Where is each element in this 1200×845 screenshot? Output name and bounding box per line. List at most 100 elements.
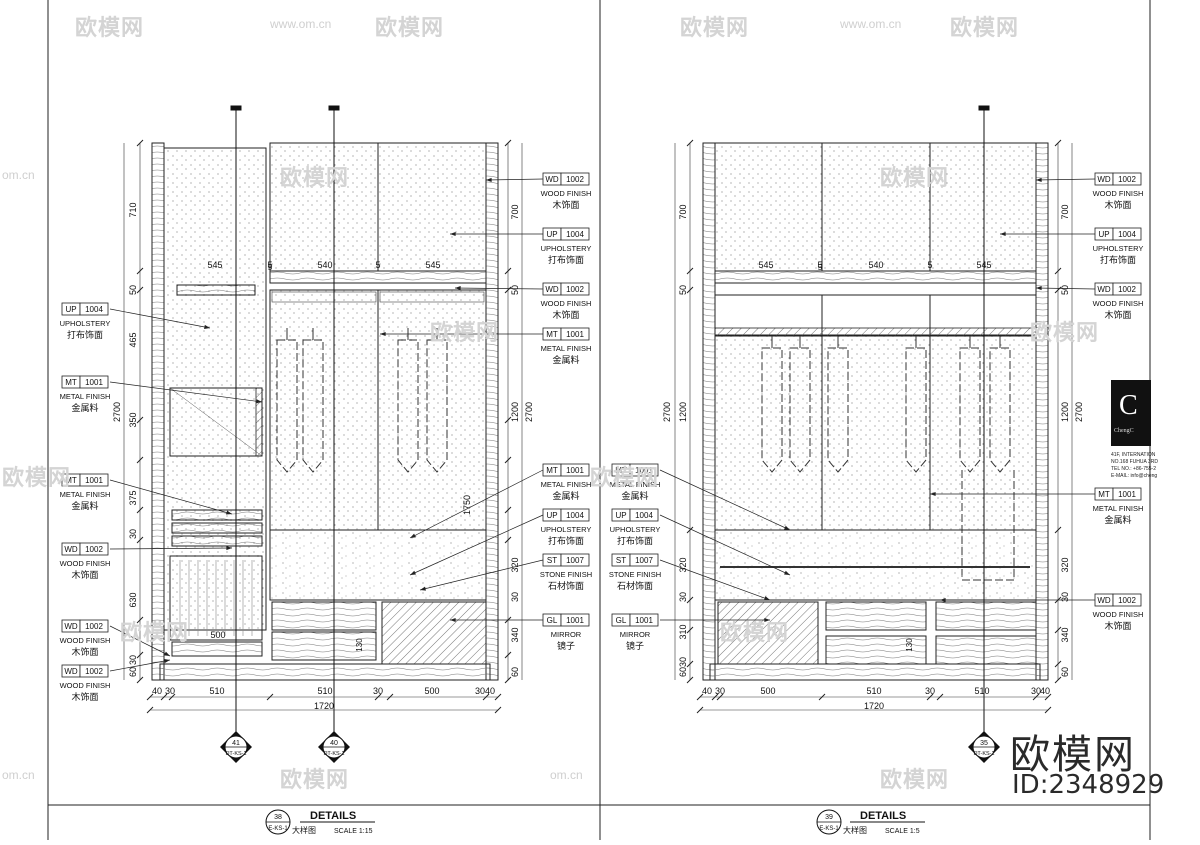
leader-arrowhead	[1036, 177, 1042, 182]
callout-num-box	[560, 463, 590, 477]
callout-num-box	[79, 473, 109, 487]
leader-arrowhead	[450, 231, 456, 237]
dimension-tick	[686, 526, 694, 534]
dimension-value: 5	[817, 260, 822, 270]
logo-subtext: ChengC	[1114, 428, 1134, 434]
dimension-value: 30	[1031, 686, 1041, 696]
drawer-front	[825, 635, 927, 665]
leader-arrowhead	[940, 597, 946, 603]
dimension-value: 1200	[510, 402, 520, 422]
hanging-garment	[827, 347, 849, 473]
stone-bench	[269, 529, 487, 601]
drawer-front	[935, 601, 1037, 631]
drawer-front	[271, 631, 377, 661]
dimension-value: 50	[510, 285, 520, 295]
leader-line	[1035, 287, 1096, 290]
dimension-value: 30	[678, 592, 688, 602]
callout-code: GL	[547, 616, 558, 625]
side-post	[1035, 142, 1049, 681]
hanging-garment	[761, 347, 783, 473]
callout-number: 1002	[1118, 596, 1136, 605]
dimension-value: 545	[207, 260, 222, 270]
dimension-tick	[136, 506, 144, 514]
leader-arrowhead	[204, 324, 210, 329]
dimension-value: 340	[1060, 627, 1070, 642]
dimension-tick	[1054, 267, 1062, 275]
dimension-tick	[136, 286, 144, 294]
callout-number: 1001	[566, 616, 584, 625]
dimension-value: 40	[1040, 686, 1050, 696]
dimension-tick	[504, 536, 512, 544]
dimension-value: 2700	[662, 402, 672, 422]
dimension-tick	[160, 693, 168, 701]
detail-subtitle: 大样图	[843, 825, 867, 835]
callout-english: MIRROR	[620, 630, 651, 639]
leader-arrowhead	[226, 510, 232, 515]
dimension-value: 60	[128, 667, 138, 677]
dimension-tick	[696, 693, 704, 701]
callout-english: UPHOLSTERY	[610, 525, 661, 534]
dimension-value: 320	[510, 557, 520, 572]
dimension-value: 310	[678, 624, 688, 639]
callout-code: MT	[65, 476, 77, 485]
dimension-value: 700	[1060, 204, 1070, 219]
dimension-tick	[1054, 676, 1062, 684]
callout-english: WOOD FINISH	[1093, 299, 1144, 308]
callout-number: 1002	[85, 667, 103, 676]
callout-number: 1004	[566, 230, 584, 239]
section-number: 41	[232, 740, 240, 747]
leader-arrowhead	[784, 570, 790, 575]
cabinet-lid	[379, 291, 485, 303]
dimension-value: 545	[976, 260, 991, 270]
callout-number: 1001	[85, 378, 103, 387]
dimension-tick	[696, 706, 704, 714]
callout-code: MT	[615, 466, 627, 475]
callout-chinese: 打布饰面	[548, 254, 584, 265]
dimension-tick	[686, 676, 694, 684]
dimension-tick	[1044, 706, 1052, 714]
callout-english: WOOD FINISH	[60, 681, 111, 690]
dimension-tick	[1054, 139, 1062, 147]
dimension-tick	[136, 267, 144, 275]
dimension-tick	[686, 286, 694, 294]
callout-number: 1002	[1118, 175, 1136, 184]
callout-number: 1004	[85, 305, 103, 314]
callout-number: 1007	[635, 556, 653, 565]
callout-num-box	[1112, 172, 1142, 186]
dimension-value: 1720	[314, 701, 334, 711]
glass-door	[169, 555, 263, 641]
leader-arrowhead	[455, 286, 461, 291]
callout-chinese: 金属料	[621, 490, 648, 501]
dimension-value: 710	[128, 202, 138, 217]
dimension-tick	[504, 506, 512, 514]
callout-number: 1001	[1118, 490, 1136, 499]
callout-num-box	[629, 508, 659, 522]
hanging-garment	[302, 339, 324, 473]
dimension-tick	[146, 706, 154, 714]
callout-code: ST	[547, 556, 557, 565]
section-sheet: DT-KS-1	[225, 751, 246, 757]
callout-english: METAL FINISH	[60, 392, 111, 401]
callout-number: 1004	[1118, 230, 1136, 239]
drawer-front	[271, 601, 377, 631]
callout-code: WD	[1097, 596, 1111, 605]
dimension-value: 2700	[112, 402, 122, 422]
callout-chinese: 金属料	[71, 402, 98, 413]
leader-arrowhead	[764, 596, 770, 601]
callout-english: UPHOLSTERY	[541, 525, 592, 534]
dimension-tick	[504, 286, 512, 294]
callout-chinese: 木饰面	[552, 309, 579, 320]
callout-num-box	[1112, 227, 1142, 241]
detail-title: DETAILS	[310, 810, 356, 822]
dimension-tick	[1054, 660, 1062, 668]
dimension-value: 50	[678, 285, 688, 295]
callout-number: 1002	[85, 622, 103, 631]
dimension-tick	[266, 693, 274, 701]
metal-niche	[169, 387, 263, 457]
callout-code: MT	[65, 378, 77, 387]
callout-number: 1007	[566, 556, 584, 565]
annotations: 7105046535037530630306027007005012003203…	[60, 172, 1144, 835]
callout-chinese: 金属料	[71, 500, 98, 511]
callout-chinese: 金属料	[552, 354, 579, 365]
callout-chinese: 木饰面	[1104, 199, 1131, 210]
